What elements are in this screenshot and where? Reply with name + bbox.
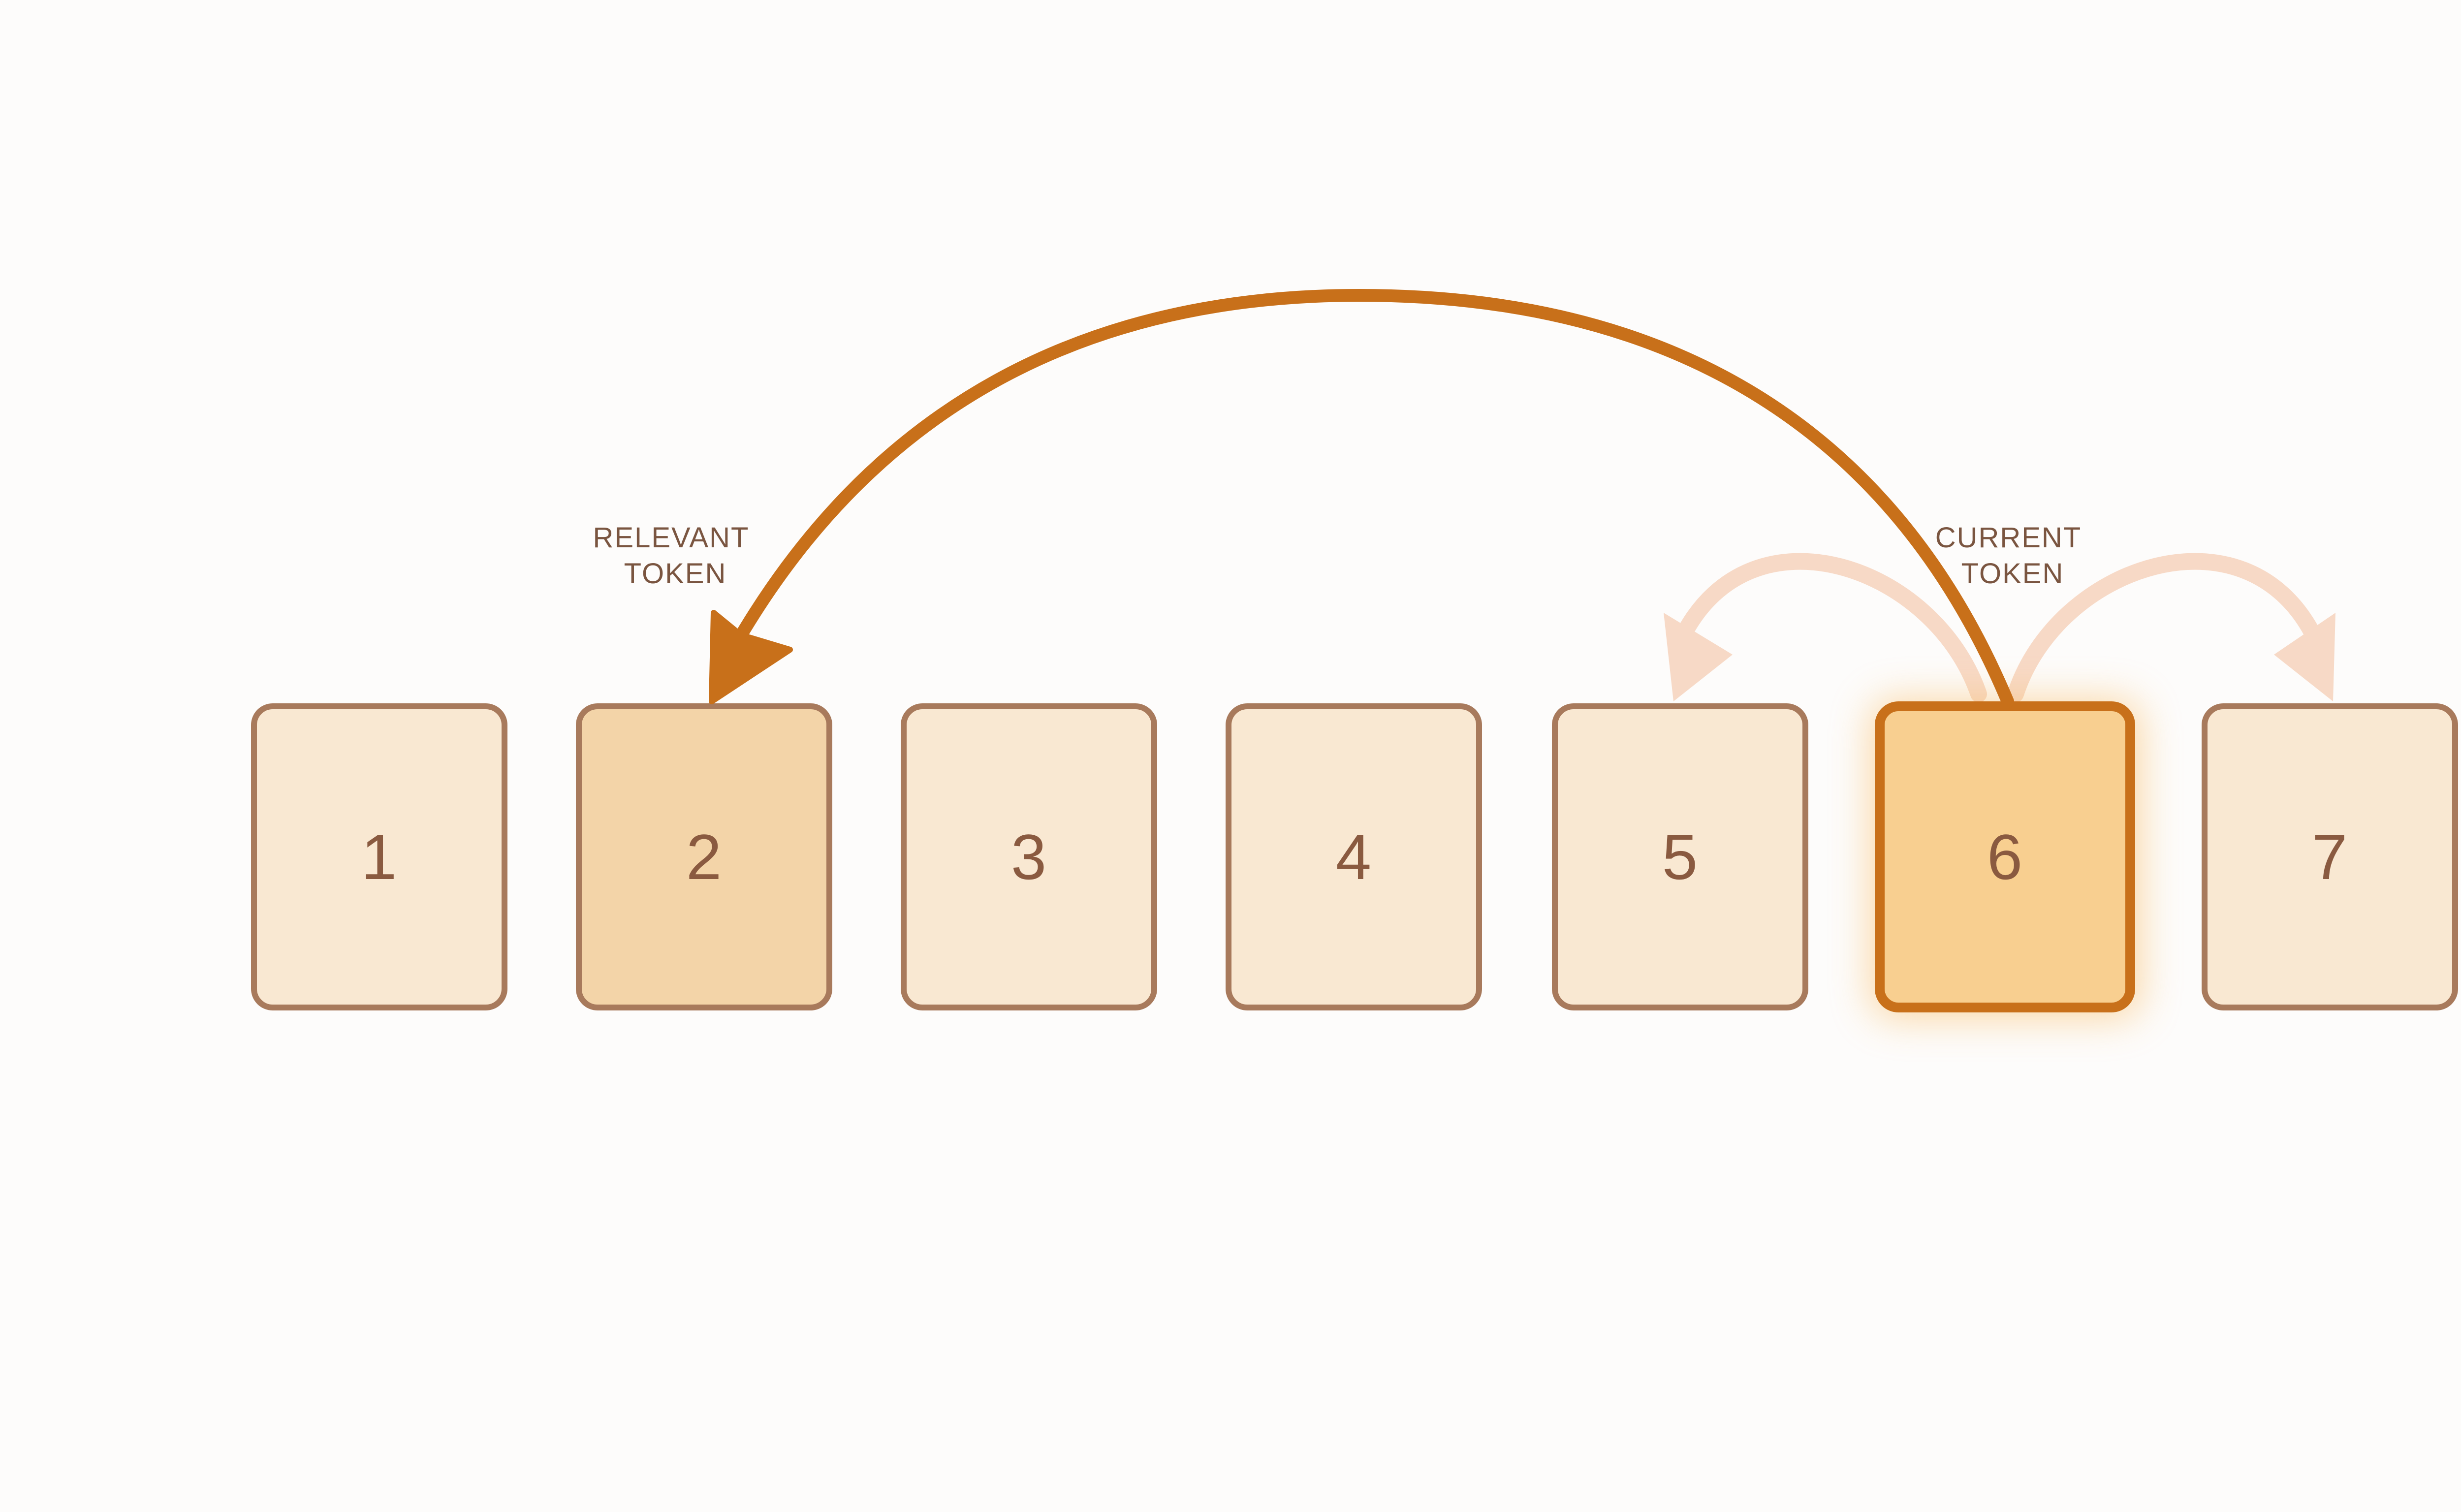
token-6: 6 [1875,701,2135,1012]
token-5: 5 [1552,703,1808,1010]
relevant-token-label: RELEVANT TOKEN [593,522,758,590]
token-number: 6 [1987,821,2022,893]
token-number: 3 [1011,821,1046,893]
token-number: 4 [1336,821,1371,893]
token-7: 7 [2202,703,2458,1010]
token-number: 2 [686,821,722,893]
attention-arrow [709,288,2014,708]
token-1: 1 [251,703,507,1010]
token-box [251,703,507,1010]
token-2: 2 [576,703,832,1010]
token-4: 4 [1226,703,1482,1010]
token-box [2202,703,2458,1010]
token-box [901,703,1157,1010]
token-number: 7 [2312,821,2347,893]
token-3: 3 [901,703,1157,1010]
current-token-label: CURRENT TOKEN [1935,522,2090,590]
token-number: 1 [361,821,397,893]
token-box [1552,703,1808,1010]
faint-arrow-to-token-7 [2007,553,2335,702]
token-box [576,703,832,1010]
token-box [1226,703,1482,1010]
faint-arrow-to-token-5 [1664,553,1987,702]
token-number: 5 [1662,821,1698,893]
